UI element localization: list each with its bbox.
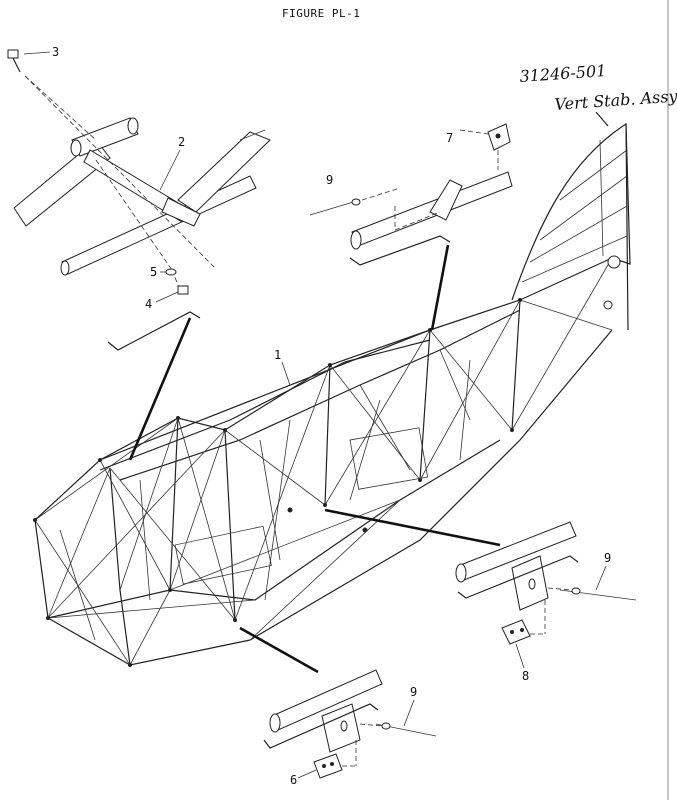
figure-title: FIGURE PL-1 (282, 7, 360, 20)
washer-hardware (160, 268, 177, 276)
right-plate-leader (324, 508, 501, 547)
handwritten-note: 31246-501 Vert Stab. Assy (519, 61, 677, 127)
callout-9-right: 9 (604, 551, 611, 565)
leader-2 (159, 149, 181, 191)
callout-5: 5 (150, 265, 157, 279)
callout-6: 6 (290, 773, 297, 787)
leader-9-right (595, 565, 607, 591)
note-description: Vert Stab. Assy (554, 86, 677, 114)
top-bracket-assembly (309, 123, 513, 266)
callout-2: 2 (178, 135, 185, 149)
leader-1 (281, 361, 291, 386)
nut-hardware (155, 285, 189, 303)
cabane-bracket (107, 311, 201, 351)
bottom-plate-assembly (263, 669, 437, 779)
callout-9-bottom: 9 (410, 685, 417, 699)
top-bracket-leader (430, 244, 450, 331)
callout-7: 7 (446, 131, 453, 145)
vertical-stabilizer (511, 122, 631, 331)
note-part-number: 31246-501 (519, 61, 607, 86)
callout-1: 1 (274, 348, 281, 362)
callout-8: 8 (522, 669, 529, 683)
leader-8 (515, 643, 525, 669)
leader-9-bottom (403, 699, 415, 727)
fuselage-frame (33, 257, 613, 667)
note-leader (595, 111, 609, 127)
cabane-fitting (13, 75, 271, 291)
callout-9-top: 9 (326, 173, 333, 187)
callout-3: 3 (52, 45, 59, 59)
right-plate-assembly (455, 521, 637, 645)
cabane-leader (128, 317, 192, 461)
leader-6 (297, 769, 317, 779)
bottom-plate-leader (239, 626, 319, 674)
callout-4: 4 (145, 297, 152, 311)
bolt-hardware (7, 49, 51, 73)
